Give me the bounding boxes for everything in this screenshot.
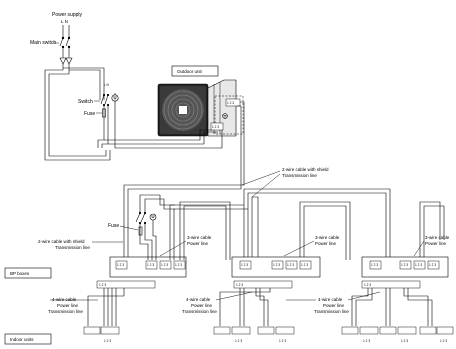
c4-a-line3: Transmission line (48, 309, 83, 314)
bp-boxes-label: BP boxes (10, 271, 30, 276)
cable-label-3wire-a: 3-wire cable Power line (159, 235, 212, 257)
bp2-terminal-b: 1 2 3 (273, 263, 280, 267)
shield-left-line1: 2-wire cable with shield (38, 239, 85, 244)
fuse-icon (138, 226, 143, 236)
iu1-terminal: 1 2 3 (104, 339, 111, 343)
bp-box-2: 1 2 3 1 2 3 1 2 3 1 2 3 1 2 3 (231, 256, 321, 289)
c4-b-line1: 4-wire cable (186, 297, 211, 302)
bp3-terminal-b: 1 2 3 (401, 263, 408, 267)
fuse-label-mid: Fuse (108, 223, 119, 229)
bp1-terminal-b: 1 2 3 (147, 263, 154, 267)
c4-c-line1: 4-wire cable (318, 297, 343, 302)
bp1-outputs: 1 2 3 (99, 283, 106, 287)
power-ln-label: L N (61, 19, 68, 24)
bp3-outputs: 1 2 3 (364, 283, 371, 287)
switch-icon (135, 211, 147, 225)
switch-icon (100, 93, 110, 107)
power-supply: Power supply L N (52, 12, 83, 37)
outdoor-terminal-top: 1 2 3 (227, 101, 234, 105)
ground-icon (111, 93, 119, 102)
ground-icon (149, 213, 157, 221)
bp2-outputs: 1 2 3 (236, 283, 243, 287)
outdoor-unit: Outdoor unit 1 2 3 1 2 3 (157, 65, 244, 137)
c4-c-line2: Power line (323, 303, 345, 308)
indoor-unit-1: 1 2 3 (83, 326, 120, 343)
power-wiring (44, 64, 111, 161)
c3-b-line2: Power line (315, 241, 337, 246)
c3-b-line1: 3-wire cable (315, 235, 340, 240)
cable-label-4wire-c: 4-wire cable Power line Transmission lin… (286, 291, 381, 314)
c3-c-line1: 3-wire cable (425, 235, 450, 240)
fuse-label-left: Fuse (84, 111, 95, 117)
indoor-unit-5: 1 2 3 (379, 326, 417, 343)
cable-label-4wire-b: 4-wire cable Power line Transmission lin… (182, 291, 253, 314)
ground-icon (222, 113, 228, 119)
fan-unit-icon (157, 79, 237, 137)
local-switch: L N Switch Fuse (78, 83, 119, 148)
ln-small-label: L N (104, 83, 110, 87)
bp1-terminal-c: 1 2 3 (161, 263, 168, 267)
c4-a-line2: Power line (57, 303, 79, 308)
shield-top-line2: Transmission line (282, 173, 317, 178)
cable-label-3wire-c: 3-wire cable Power line (413, 235, 450, 257)
outdoor-terminal-blocks: 1 2 3 1 2 3 (210, 98, 241, 131)
bp3-terminal-a: 1 2 3 (371, 263, 378, 267)
indoor-units-label: Indoor units (10, 337, 34, 342)
outdoor-power-wiring (104, 129, 223, 149)
c4-a-line1: 4-wire cable (52, 297, 77, 302)
c4-c-line3: Transmission line (314, 309, 349, 314)
c3-a-line1: 3-wire cable (187, 235, 212, 240)
indoor-unit-2: 1 2 3 (213, 326, 251, 343)
iu6-terminal: 1 2 3 (440, 339, 447, 343)
switch-icon (59, 36, 71, 49)
bp3-terminal-c: 1 2 3 (415, 263, 422, 267)
power-supply-label: Power supply (52, 12, 83, 18)
bp2-terminal-a: 1 2 3 (241, 263, 248, 267)
bp2-terminal-d: 1 2 3 (301, 263, 308, 267)
bp1-terminal-d: 1 2 3 (175, 263, 182, 267)
trunk-wiring (169, 188, 445, 260)
c3-c-line2: Power line (425, 241, 447, 246)
bp1-terminal-a: 1 2 3 (117, 263, 124, 267)
indoor-unit-4: 1 2 3 (341, 326, 379, 343)
bp3-terminal-d: 1 2 3 (429, 263, 436, 267)
outdoor-transmission (123, 101, 245, 260)
outdoor-unit-label: Outdoor unit (177, 69, 203, 74)
main-switch: Main switch (30, 36, 73, 65)
main-switch-label: Main switch (30, 40, 56, 46)
iu2-terminal: 1 2 3 (235, 339, 242, 343)
switch-label: Switch (78, 99, 93, 105)
bp2-terminal-c: 1 2 3 (287, 263, 294, 267)
bp-box-3: 1 2 3 1 2 3 1 2 3 1 2 3 1 2 3 (361, 256, 449, 289)
iu4-terminal: 1 2 3 (363, 339, 370, 343)
indoor-unit-6: 1 2 3 (419, 326, 454, 343)
c4-b-line3: Transmission line (182, 309, 217, 314)
cable-label-3wire-b: 3-wire cable Power line (283, 235, 340, 257)
cable-label-4wire-a: 4-wire cable Power line Transmission lin… (48, 297, 98, 314)
outdoor-terminal-bottom: 1 2 3 (212, 125, 219, 129)
shield-left-line2: Transmission line (55, 245, 90, 250)
shield-top-line1: 2-wire cable with shield (282, 167, 329, 172)
iu5-terminal: 1 2 3 (401, 339, 408, 343)
bp-box-1: 1 2 3 1 2 3 1 2 3 1 2 3 1 2 3 (96, 256, 187, 289)
c3-a-line2: Power line (187, 241, 209, 246)
bp-feed-switch: Fuse (108, 194, 175, 260)
iu3-terminal: 1 2 3 (279, 339, 286, 343)
c4-b-line2: Power line (191, 303, 213, 308)
outdoor-unit-label-box (171, 65, 219, 77)
indoor-unit-3: 1 2 3 (257, 326, 295, 343)
indoor-wiring (87, 288, 433, 326)
indoor-units-label-box (4, 333, 52, 345)
bp-boxes-label-box (4, 267, 52, 279)
